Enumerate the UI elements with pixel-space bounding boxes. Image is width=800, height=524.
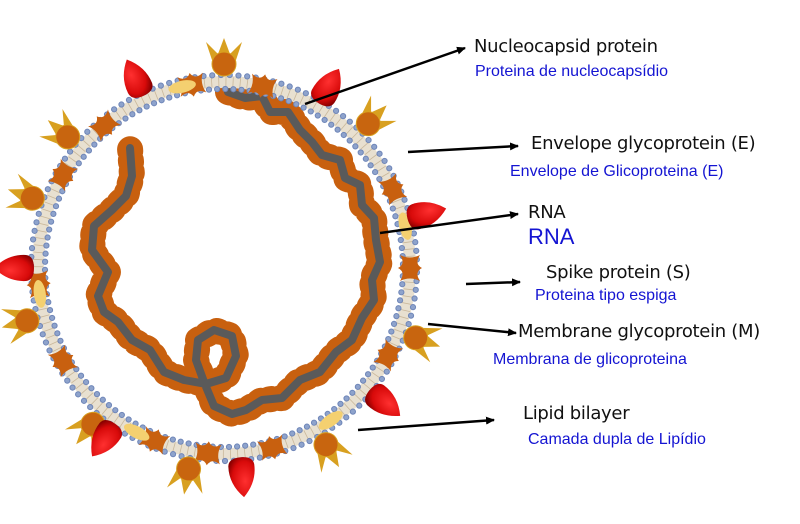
envelope-proteins: [33, 80, 412, 441]
label-lipid-en: Lipid bilayer: [523, 403, 630, 424]
spike-protein: [1, 308, 40, 344]
membrane-protein: [193, 441, 222, 466]
red-protein: [311, 68, 341, 107]
label-nucleocapsid-pt: Proteina de nucleocapsídio: [475, 63, 669, 80]
arrow-envelope: [407, 142, 519, 154]
label-rna-pt: RNA: [528, 224, 575, 249]
hemagglutinin-proteins: [0, 59, 447, 498]
red-protein: [365, 383, 401, 417]
arrow-membrane: [427, 322, 517, 337]
membrane-protein: [47, 344, 79, 378]
label-arrows: [304, 46, 521, 432]
red-protein: [228, 457, 255, 498]
spike-protein: [39, 108, 81, 150]
label-spike-en: Spike protein (S): [546, 262, 691, 283]
membrane-protein: [47, 158, 79, 192]
red-protein: [123, 59, 153, 98]
spike-protein: [206, 38, 242, 77]
envelope-protein: [168, 80, 196, 94]
label-nucleocapsid-en: Nucleocapsid protein: [474, 36, 658, 57]
red-protein: [91, 419, 123, 457]
red-protein: [406, 202, 447, 230]
spike-protein: [403, 325, 443, 363]
arrow-rna: [379, 211, 519, 235]
label-envelope-pt: Envelope de Glicoproteina (E): [510, 163, 724, 180]
membrane-protein: [378, 173, 408, 206]
spike-protein: [313, 432, 353, 473]
membrane-protein: [88, 109, 121, 142]
spike-proteins: [1, 38, 443, 495]
nucleocapsid-coat: [82, 82, 390, 424]
spike-protein: [167, 456, 203, 495]
envelope-protein: [318, 410, 343, 430]
label-rna-en: RNA: [528, 202, 566, 223]
red-protein: [0, 254, 34, 282]
label-spike-pt: Proteina tipo espiga: [535, 287, 677, 304]
rna-core: [88, 88, 384, 418]
arrow-lipid: [357, 416, 495, 432]
label-membrane-en: Membrane glycoprotein (M): [518, 321, 760, 342]
membrane-protein: [256, 434, 288, 461]
label-lipid-pt: Camada dupla de Lipídio: [528, 431, 706, 448]
membrane-protein: [398, 255, 422, 281]
envelope-protein: [33, 279, 47, 308]
spike-protein: [5, 173, 45, 211]
rna-strand: [79, 79, 393, 427]
spike-protein: [355, 95, 397, 137]
arrow-spike: [465, 278, 521, 287]
arrow-nucleocapsid: [304, 46, 466, 106]
lipid-bilayer: [27, 71, 421, 465]
envelope-protein: [124, 423, 150, 441]
label-envelope-en: Envelope glycoprotein (E): [531, 133, 756, 154]
label-membrane-pt: Membrana de glicoproteina: [493, 351, 687, 368]
membrane-protein: [247, 73, 278, 99]
membrane-protein: [373, 339, 404, 372]
